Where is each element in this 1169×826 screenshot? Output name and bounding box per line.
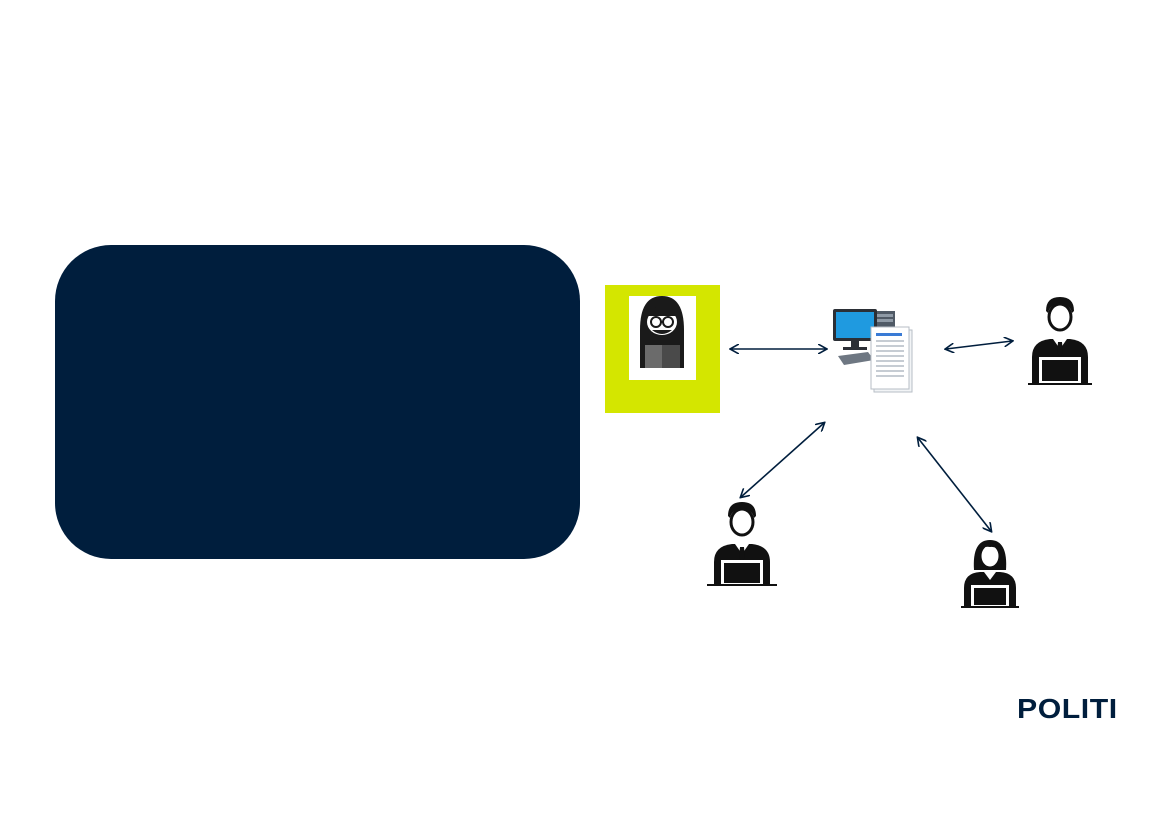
- arrow-server-user-right: [946, 341, 1012, 349]
- hacker-icon: [640, 296, 684, 368]
- female-user-laptop-icon: [961, 540, 1019, 608]
- computer-server-icon: [833, 309, 913, 393]
- info-panel: [55, 245, 580, 559]
- hacker-node: [605, 285, 720, 413]
- politi-logo: POLITI: [1017, 693, 1118, 724]
- male-user-laptop-icon: [1028, 297, 1092, 385]
- arrow-server-user-bottom-right: [918, 438, 991, 531]
- connection-arrows: [731, 341, 1012, 531]
- arrow-server-user-bottom-left: [741, 423, 824, 497]
- male-user-laptop-icon: [707, 502, 777, 586]
